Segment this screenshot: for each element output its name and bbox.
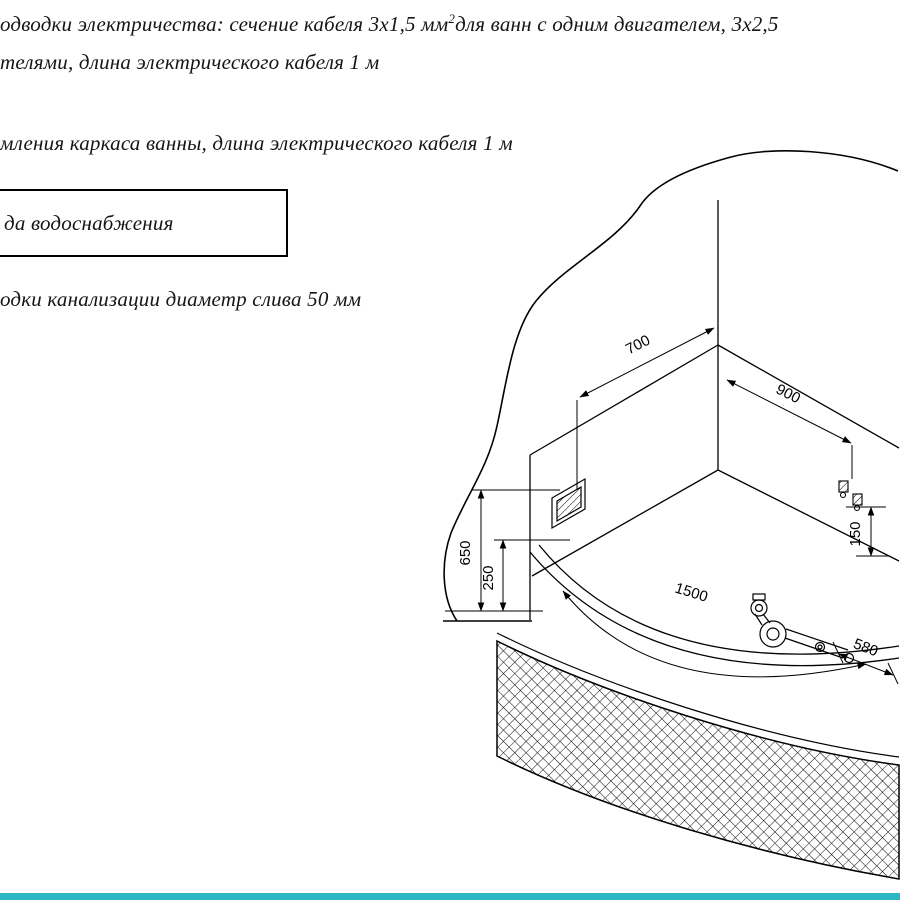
ext-tick-580-left	[832, 641, 844, 664]
dim-700-label: 700	[623, 332, 653, 359]
dim-580-line	[838, 653, 894, 676]
dim-700-line	[579, 327, 715, 398]
electrical-outlet	[551, 400, 586, 530]
overflow-cap	[752, 593, 766, 601]
pipe-mid-fitting-inner	[817, 644, 823, 650]
bottom-accent-bar	[0, 893, 900, 900]
water-supply-label: да водоснабжения	[4, 210, 174, 235]
note-electrical-superscript: 2	[448, 11, 456, 26]
left-floor-base	[531, 469, 719, 577]
supply-fitting-2	[852, 493, 863, 506]
note-electrical-post: для ванн с одним двигателем, 3х2,5	[455, 12, 779, 36]
drain-inner-circle	[766, 627, 780, 641]
dim-1500-label: 1500	[673, 580, 710, 606]
right-floor-base	[717, 469, 900, 562]
supply-fitting-1-spout	[839, 491, 847, 499]
rim-inner-arc	[538, 544, 900, 655]
supply-fitting-2-spout	[853, 504, 861, 512]
drain-outer-circle	[759, 620, 787, 648]
bathtub-apron	[496, 632, 900, 880]
note-electrical-line1: одводки электричества: сечение кабеля 3х…	[0, 11, 779, 37]
water-supply-fittings	[838, 445, 863, 512]
bathtub-rim	[529, 544, 900, 667]
outlet-hatched-face	[556, 485, 582, 523]
dimensions: 700 900 650 250 150 1500 580	[445, 327, 899, 685]
note-electrical-pre: одводки электричества: сечение кабеля 3х…	[0, 12, 449, 36]
wall-outline	[443, 149, 899, 622]
dim-1500-arc	[562, 590, 867, 678]
dim-580-label: 580	[851, 635, 880, 660]
overflow-inner-circle	[754, 603, 764, 613]
room-corner-lines	[529, 200, 900, 620]
dim-250-label: 250	[480, 565, 497, 590]
dim-900-line	[726, 379, 852, 444]
dim-900-label: 900	[773, 381, 803, 408]
apron-top-lip-arc	[496, 632, 900, 758]
note-frame: мления каркаса ванны, длина электрическо…	[0, 131, 513, 155]
supply-fitting-1	[838, 480, 849, 493]
outlet-frame	[551, 477, 586, 530]
note-electrical-line2: телями, длина электрического кабеля 1 м	[0, 50, 380, 74]
water-supply-callout-box: да водоснабжения	[0, 189, 288, 257]
dim-150-label: 150	[847, 521, 864, 546]
overflow-outer-circle	[750, 599, 768, 617]
left-wall-top-edge	[529, 344, 719, 456]
right-wall-top-edge	[717, 344, 900, 449]
dim-650-label: 650	[457, 540, 474, 565]
ext-tick-580-right	[887, 662, 899, 685]
apron-hatched-band	[496, 639, 900, 880]
note-drain: одки канализации диаметр слива 50 мм	[0, 287, 362, 311]
